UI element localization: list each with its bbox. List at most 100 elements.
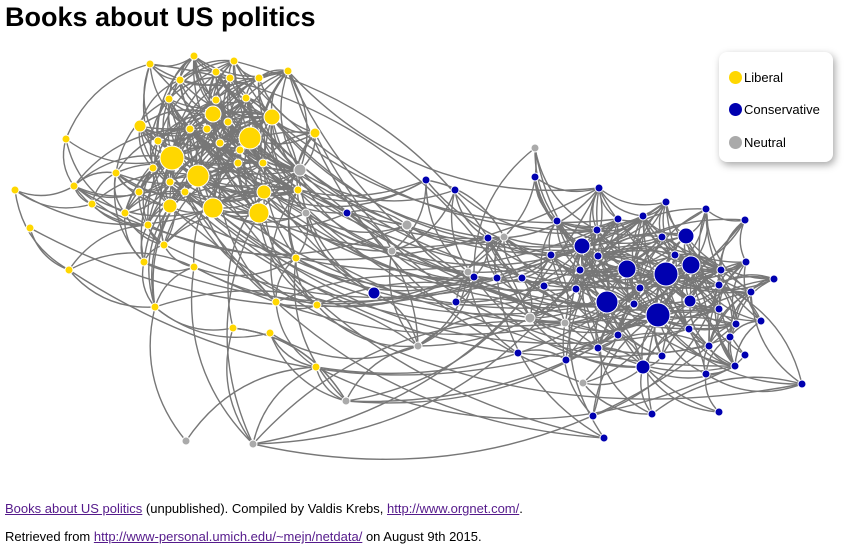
book-node-conservative[interactable]: [450, 185, 460, 195]
book-node-liberal[interactable]: [159, 145, 185, 171]
orgnet-link[interactable]: http://www.orgnet.com/: [387, 501, 520, 516]
book-node-conservative[interactable]: [575, 265, 585, 275]
book-node-liberal[interactable]: [139, 257, 149, 267]
book-node-liberal[interactable]: [180, 187, 190, 197]
book-node-neutral[interactable]: [387, 246, 397, 256]
book-node-conservative[interactable]: [746, 287, 756, 297]
book-node-neutral[interactable]: [499, 232, 509, 242]
book-node-conservative[interactable]: [613, 330, 623, 340]
book-node-liberal[interactable]: [189, 262, 199, 272]
book-node-conservative[interactable]: [588, 411, 598, 421]
book-node-conservative[interactable]: [613, 214, 623, 224]
book-node-conservative[interactable]: [714, 280, 724, 290]
book-node-liberal[interactable]: [204, 105, 222, 123]
book-node-conservative[interactable]: [653, 261, 679, 287]
book-node-liberal[interactable]: [61, 134, 71, 144]
book-node-conservative[interactable]: [731, 319, 741, 329]
book-node-conservative[interactable]: [704, 341, 714, 351]
book-node-conservative[interactable]: [657, 351, 667, 361]
book-node-conservative[interactable]: [730, 361, 740, 371]
book-node-liberal[interactable]: [263, 108, 281, 126]
book-node-conservative[interactable]: [741, 257, 751, 267]
book-node-liberal[interactable]: [165, 177, 175, 187]
book-node-liberal[interactable]: [202, 197, 224, 219]
book-node-liberal[interactable]: [10, 185, 20, 195]
book-node-liberal[interactable]: [133, 119, 147, 133]
book-node-liberal[interactable]: [248, 202, 270, 224]
book-node-liberal[interactable]: [229, 56, 239, 66]
book-node-liberal[interactable]: [186, 164, 210, 188]
book-node-liberal[interactable]: [241, 93, 251, 103]
book-node-conservative[interactable]: [797, 379, 807, 389]
book-node-liberal[interactable]: [202, 124, 212, 134]
book-node-conservative[interactable]: [492, 273, 502, 283]
book-node-conservative[interactable]: [530, 172, 540, 182]
book-node-conservative[interactable]: [635, 359, 651, 375]
book-node-conservative[interactable]: [635, 283, 645, 293]
book-node-conservative[interactable]: [683, 294, 697, 308]
book-node-conservative[interactable]: [684, 324, 694, 334]
book-node-conservative[interactable]: [714, 407, 724, 417]
book-node-conservative[interactable]: [421, 175, 431, 185]
book-node-conservative[interactable]: [716, 265, 726, 275]
book-node-liberal[interactable]: [211, 67, 221, 77]
book-node-neutral[interactable]: [301, 208, 311, 218]
book-node-conservative[interactable]: [595, 290, 619, 314]
book-node-liberal[interactable]: [215, 138, 225, 148]
book-node-conservative[interactable]: [629, 299, 639, 309]
book-node-conservative[interactable]: [367, 286, 381, 300]
book-node-conservative[interactable]: [638, 211, 648, 221]
book-node-conservative[interactable]: [593, 251, 603, 261]
book-node-liberal[interactable]: [175, 75, 185, 85]
book-node-neutral[interactable]: [560, 318, 570, 328]
book-node-liberal[interactable]: [211, 95, 221, 105]
book-node-conservative[interactable]: [513, 348, 523, 358]
book-node-conservative[interactable]: [573, 237, 591, 255]
book-node-liberal[interactable]: [162, 198, 178, 214]
book-node-conservative[interactable]: [552, 216, 562, 226]
book-node-conservative[interactable]: [645, 302, 671, 328]
book-node-liberal[interactable]: [311, 362, 321, 372]
book-node-liberal[interactable]: [265, 328, 275, 338]
book-node-conservative[interactable]: [617, 259, 637, 279]
book-node-liberal[interactable]: [69, 181, 79, 191]
book-node-conservative[interactable]: [740, 350, 750, 360]
book-node-liberal[interactable]: [293, 185, 303, 195]
book-node-conservative[interactable]: [670, 250, 680, 260]
book-node-neutral[interactable]: [530, 143, 540, 153]
book-node-liberal[interactable]: [159, 240, 169, 250]
book-node-conservative[interactable]: [546, 250, 556, 260]
book-node-liberal[interactable]: [87, 199, 97, 209]
book-node-conservative[interactable]: [593, 343, 603, 353]
book-node-conservative[interactable]: [701, 369, 711, 379]
book-node-liberal[interactable]: [235, 145, 245, 155]
book-node-conservative[interactable]: [592, 225, 602, 235]
book-node-conservative[interactable]: [539, 281, 549, 291]
book-node-liberal[interactable]: [309, 127, 321, 139]
book-node-liberal[interactable]: [312, 300, 322, 310]
book-node-liberal[interactable]: [25, 223, 35, 233]
book-node-conservative[interactable]: [571, 284, 581, 294]
book-node-conservative[interactable]: [657, 232, 667, 242]
book-node-liberal[interactable]: [189, 51, 199, 61]
book-node-liberal[interactable]: [164, 94, 174, 104]
book-node-liberal[interactable]: [150, 302, 160, 312]
book-node-liberal[interactable]: [233, 158, 243, 168]
book-node-liberal[interactable]: [145, 59, 155, 69]
book-node-conservative[interactable]: [483, 233, 493, 243]
book-node-liberal[interactable]: [283, 66, 293, 76]
book-node-conservative[interactable]: [451, 297, 461, 307]
book-node-conservative[interactable]: [517, 273, 527, 283]
book-node-conservative[interactable]: [594, 183, 604, 193]
book-node-neutral[interactable]: [524, 312, 536, 324]
book-node-conservative[interactable]: [740, 215, 750, 225]
book-node-liberal[interactable]: [153, 136, 163, 146]
book-node-liberal[interactable]: [225, 73, 235, 83]
books-link[interactable]: Books about US politics: [5, 501, 143, 516]
book-node-liberal[interactable]: [238, 126, 262, 150]
book-node-conservative[interactable]: [756, 316, 766, 326]
book-node-conservative[interactable]: [469, 272, 479, 282]
book-node-liberal[interactable]: [148, 163, 158, 173]
book-node-conservative[interactable]: [661, 197, 671, 207]
book-node-liberal[interactable]: [228, 323, 238, 333]
